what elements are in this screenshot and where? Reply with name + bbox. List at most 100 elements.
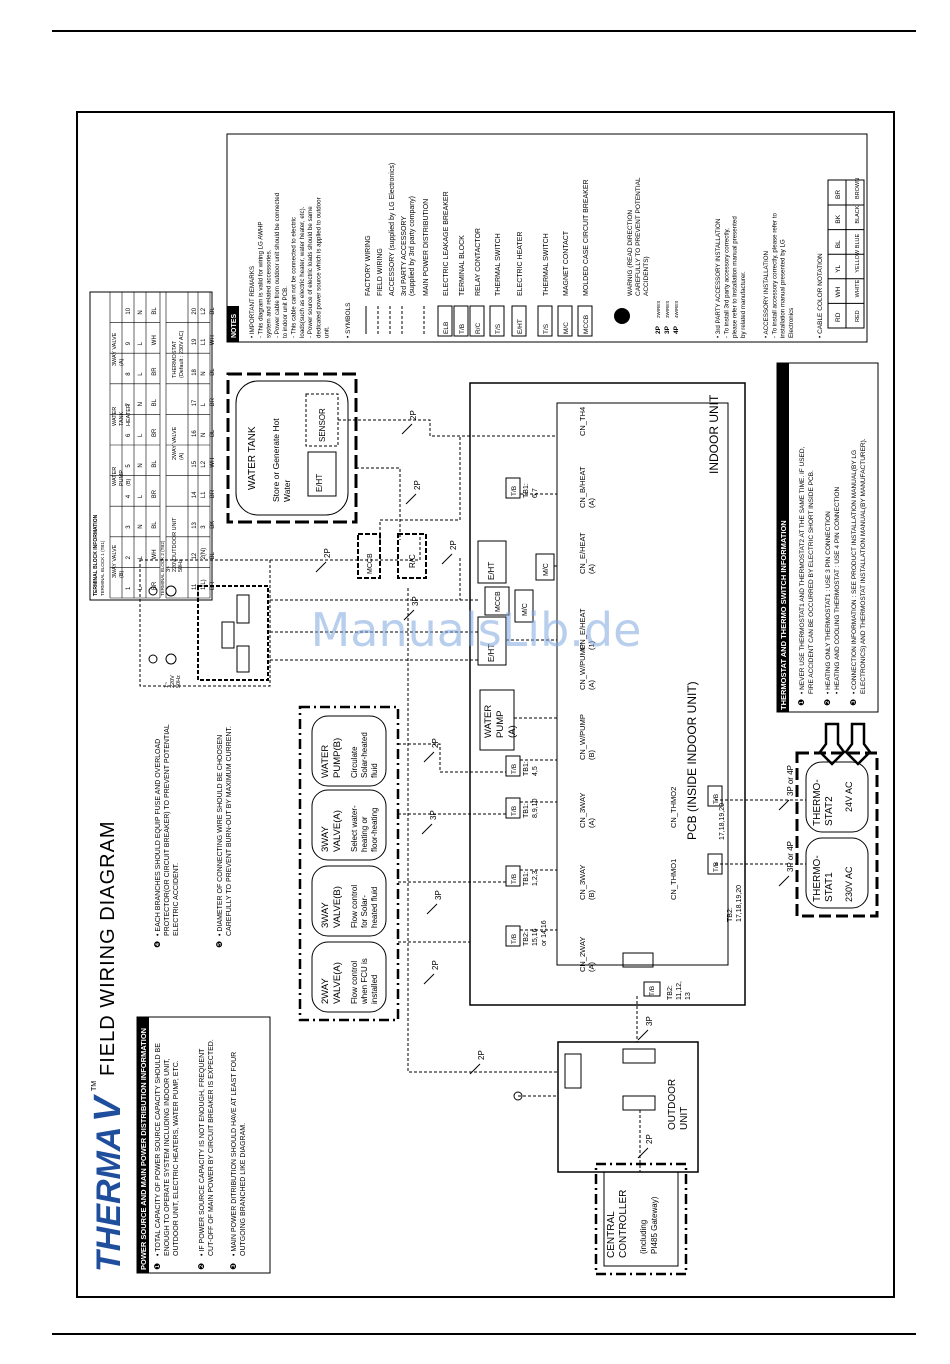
tb1-group: HEATER	[126, 404, 132, 426]
symbol-label: ACCESSORY (supplied by LG Electronics)	[389, 163, 396, 296]
pcb-connector: CN_TH4	[578, 407, 587, 436]
tb2-color: BL	[210, 551, 216, 559]
wire-sym: 2P	[655, 325, 662, 334]
field-wire	[270, 534, 421, 561]
power-info-text: • EACH BRANCHES SHOULD EQUIP FUSE AND OV…	[155, 739, 162, 936]
terminal-block-heading: TERMINAL BLOCK INFORMATION	[93, 514, 99, 596]
pcb-connector: (1)	[587, 640, 596, 650]
cable-code: BR	[835, 190, 842, 199]
power-info-text: • IF POWER SOURCE CAPACITY IS NOT ENOUGH…	[199, 1048, 206, 1256]
symbol-label: MAIN POWER DISTRIBUTION	[423, 199, 430, 296]
thermo-info-text: ELECTRONICS) AND THERMOSTAT INSTALLATION…	[860, 438, 867, 694]
tb2-color: BR	[210, 489, 216, 498]
accessory-desc: heating or	[360, 816, 369, 852]
brand-logo-v: V	[87, 1094, 129, 1122]
mccb-1	[484, 586, 510, 616]
tb2-number: 16	[192, 430, 198, 437]
notes-third-party: - To install 3rd party accessory correct…	[723, 228, 730, 338]
field-wire	[407, 588, 558, 1073]
tb-number: 4,5	[532, 766, 539, 776]
tb1-color: BL	[152, 398, 158, 406]
notes-important: - This diagram is valid for wiring LG AW…	[257, 221, 264, 338]
thermostat-name: STAT2	[824, 796, 835, 826]
notes-important: to indoor unit PCB.	[282, 286, 289, 338]
mc-label: M/C	[522, 603, 529, 616]
symbol-label: FIELD WIRING	[377, 248, 384, 296]
notes-accessory: - To install accessory correctly, please…	[771, 213, 778, 338]
notes-accessory: • ACCESSORY INSTALLATION	[763, 251, 770, 338]
outdoor-unit-label: UNIT	[679, 1107, 690, 1130]
tb1-signal: L	[138, 586, 144, 590]
tb2-color: BK	[210, 521, 216, 529]
pcb-connector: CN_3WAY	[578, 793, 587, 828]
bullet-icon: ❶	[153, 1263, 162, 1270]
symbol-box	[537, 305, 553, 337]
tb1-signal: L	[138, 555, 144, 559]
bullet-icon: ❶	[797, 699, 806, 706]
accessory-desc: Solar-heated	[360, 732, 369, 778]
ground-icon	[148, 654, 158, 664]
tb1-number: 6	[126, 433, 132, 437]
symbol-label: (supplied by 3rd party company)	[409, 196, 416, 296]
symbol-box	[489, 305, 505, 337]
tb2-signal: N	[201, 371, 207, 375]
thermo-info-header	[777, 363, 789, 712]
tb-number: TB1:	[523, 871, 530, 886]
supply-label: 220V	[170, 675, 176, 688]
thermo-info-text: • HEATING ONLY THERMOSTAT1 : USE 3 PIN C…	[825, 511, 832, 694]
symbol-label: MAGNET CONTACT	[563, 230, 570, 296]
notes-important: - Power source of electric loads should …	[307, 206, 314, 338]
tb1-color: WH	[152, 335, 158, 345]
rc-label: R/C	[408, 554, 417, 568]
notes-important: dedicated power source which is applied …	[315, 197, 322, 338]
power-info-text: CUT-OFF OF MAIN POWER BY CIRCUIT BREAKER…	[208, 1039, 215, 1256]
water-tank-group	[226, 372, 358, 524]
water-tank-desc: Store or Generate Hot	[271, 418, 281, 502]
notes-accessory: installation manual presented by LG	[780, 239, 787, 338]
supply-3ph-terminal	[165, 585, 177, 597]
tb2-signal: 3	[201, 525, 207, 529]
tb-number: 11,12,	[676, 981, 683, 1000]
tb-label: T/B	[713, 862, 720, 872]
tb1-group: PUMP	[119, 470, 125, 486]
cable-name: RED	[855, 310, 861, 322]
accessory-box	[311, 715, 387, 787]
bullet-icon: ❺	[215, 941, 224, 948]
tb1-number: 4	[126, 494, 132, 498]
symbol-box	[453, 305, 469, 337]
tb2-signal: N	[201, 433, 207, 437]
cable-name: BLACK	[855, 205, 861, 223]
tb2-group: 2WAY VALVE	[172, 426, 178, 460]
ground-icon	[148, 586, 158, 596]
tb2-number: 14	[192, 491, 198, 498]
thermostat-voltage: 230V AC	[844, 866, 854, 902]
tb-number: TB2:	[727, 907, 734, 922]
tb1-number: 8	[126, 372, 132, 376]
eht-label: E/HT	[487, 644, 496, 662]
water-tank-desc: Water	[282, 479, 292, 502]
accessory-title: 3WAY	[320, 825, 331, 852]
tb2-number: 20	[192, 307, 198, 314]
tb2-number: 13	[192, 521, 198, 528]
thermo-info-heading: THERMOSTAT AND THERMO SWITCH INFORMATION	[779, 520, 788, 710]
notes-third-party: please refer to installation manual pres…	[732, 216, 739, 338]
terminal-block	[505, 925, 521, 947]
symbol-code: MCCB	[583, 315, 590, 334]
accessory-title: 2WAY	[320, 977, 331, 1004]
accessory-title: VALVE(A)	[332, 810, 343, 852]
tb2-number: 19	[192, 338, 198, 345]
wire-label: 3WIRES	[665, 301, 670, 318]
tb2-number: 12	[192, 552, 198, 559]
symbol-box	[577, 305, 593, 337]
wire-sym: 4P	[673, 325, 680, 334]
pcb-connector: (B)	[587, 890, 596, 901]
pcb-connector: CN_3WAY	[578, 865, 587, 900]
tb2-color: WH	[210, 458, 216, 468]
pcb-connector: CN_2WAY	[578, 937, 587, 972]
thermo-info-text: • HEATING AND COOLING THERMOSTAT : USE 4…	[834, 487, 841, 694]
accessory-title: WATER	[320, 745, 331, 778]
symbol-code: T/S	[495, 323, 502, 334]
notes-important: loads(such as electric heater, water hea…	[299, 206, 306, 338]
tb-number: 17,18,19,20	[736, 885, 743, 922]
wire-count-label: 3P or 4P	[786, 765, 795, 796]
